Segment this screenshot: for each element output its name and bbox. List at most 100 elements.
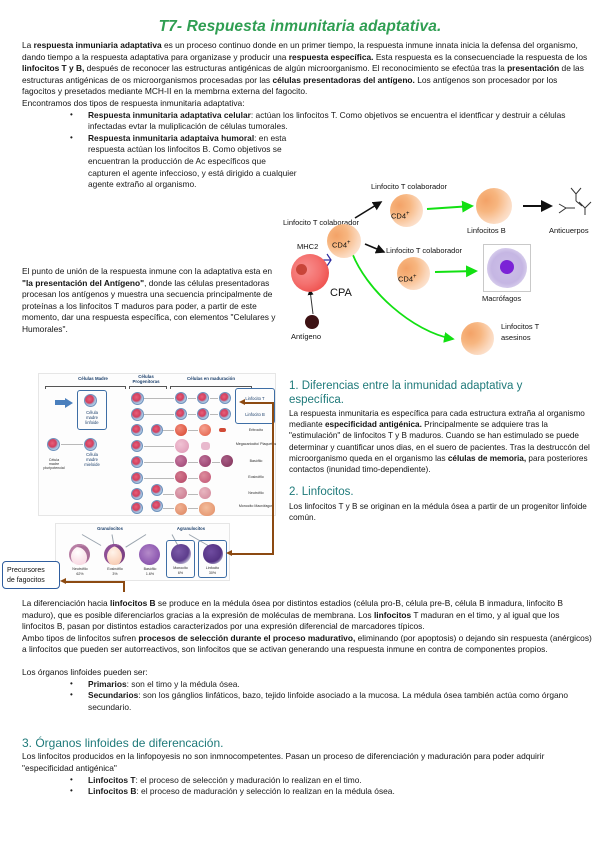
section1-heading-line1: 1. Diferencias entre la inmunidad adapta… [289, 380, 523, 392]
hemato-lineage-basofilo: Basófilo [249, 459, 263, 463]
leukocyte-types-diagram: Granulocitos Agranulocitos Neutrófilo 62… [55, 523, 230, 581]
lymphoid-stem-label-2: madre [86, 415, 98, 420]
progenitor-cell-4 [131, 456, 143, 468]
antigen-presentation-paragraph: El punto de unión de la respuesta inmune… [22, 266, 280, 336]
section3-paragraph: Los linfocitos producidos en la linfopoy… [22, 751, 545, 773]
hemato-lineage-neutrofilo: Neutrófilo [248, 491, 264, 495]
intro-paragraph: La respuesta inmuniaria adaptativa es un… [22, 40, 590, 98]
myeloid-stem-cell [84, 438, 97, 451]
connector-horizontal-precursor [66, 581, 125, 583]
hemato-rule-prog [129, 386, 167, 387]
basophil-name: Basófilo [143, 567, 157, 571]
maturing-b-1 [175, 408, 187, 420]
label-anticuerpos: Anticuerpos [549, 226, 589, 235]
hemato-header-maturing: Células en maduración [186, 376, 236, 381]
neutrophil-name: Neutrófilo [72, 567, 88, 571]
myeloid-stem-label-2: madre [86, 457, 98, 462]
hemato-conn-b2 [188, 414, 196, 415]
hemato-rule-mat [170, 386, 252, 387]
label-linfocitos-t-asesinos-2: asesinos [501, 333, 531, 342]
granulocytes-header: Granulocitos [97, 526, 123, 531]
diagram-arrows-svg [307, 187, 592, 343]
pluripotent-label-3: pluripotencial [43, 466, 65, 470]
section3-bullet-list: Linfocitos T: el proceso de selección y … [0, 774, 600, 798]
s2-text-d: Ambo tipos de linfocitos sufren [22, 632, 139, 643]
hemato-lineage-linfocito-t: Linfocito T [245, 396, 265, 401]
label-linfocitos-t-asesinos-1: Linfocitos T [501, 322, 540, 331]
maturing-ery-2 [199, 424, 211, 436]
cd4-mid-plus: + [413, 274, 417, 280]
label-helper-t-mid: Linfocito T colaborador [386, 246, 463, 255]
hemato-conn-ne [163, 494, 174, 495]
progenitor-cell-7 [131, 502, 143, 514]
progenitor-cell-2b [151, 424, 163, 436]
hemato-lineage-linfocito-b: Linfocito B [245, 412, 265, 417]
hematopoiesis-diagram: Células Madre Células Progenitoras Célul… [38, 373, 276, 516]
label-macrofagos: Macrófagos [482, 294, 522, 303]
maturing-t-3 [219, 392, 231, 404]
section1-heading-line2: específica. [289, 393, 344, 406]
lymphoid-stem-label-1: Célula [86, 410, 98, 415]
antigen-particle [305, 315, 319, 329]
connector-arrowhead-to-granulo-lymph [226, 550, 232, 556]
hemato-tick-1 [45, 386, 46, 389]
connector-horizontal-bottom [232, 553, 274, 555]
eosinophil-cell [104, 544, 125, 565]
s2-text-a: La diferenciación hacia [22, 598, 110, 608]
maturing-b-2 [197, 408, 209, 420]
maturing-baso-1 [175, 455, 187, 467]
hemato-tick-3 [129, 386, 130, 389]
myeloid-stem-label-3: mieloide [84, 462, 100, 467]
bullet-secundarios: Secundarios: son los gánglios linfáticos… [70, 689, 592, 713]
intro-bold-c: linfocitos T y B, [22, 63, 85, 74]
progenitor-cell-2 [131, 424, 143, 436]
hemato-lineage-eosinofilo: Eosinófilo [248, 475, 264, 479]
bullet-celular-text: : actúan los linfocitos T. Como objetivo… [88, 109, 566, 132]
hemato-conn-e2 [188, 430, 198, 431]
s1-text-b: Principalmente se adquiere tras la "esti… [289, 420, 590, 463]
lymphocyte-pct: 30% [208, 571, 217, 575]
bullet-linfocitos-t: Linfocitos T: el proceso de selección y … [70, 774, 592, 787]
lymphoid-stem-box [77, 390, 107, 430]
s1-text-c: para posteriores contactos (inunidad tim… [289, 453, 588, 475]
hemato-tick-4 [166, 386, 167, 389]
intro-text-c: Esta respuesta es la consecuenciade la r… [373, 51, 588, 62]
intro-bold-e: células presentadoras del antígeno. [272, 74, 415, 85]
s2-bold-a: linfocitos B [110, 598, 156, 608]
intro-types-line: Encontramos dos tipos de respuesta inmun… [22, 97, 245, 108]
monocyte-name: Monocito [173, 566, 188, 570]
macrophage-nucleus [500, 260, 514, 275]
lymphoid-organs-intro: Los órganos linfoides pueden ser: [22, 666, 148, 677]
hemato-conn-e [163, 430, 174, 431]
bullet-primarios-text: : son el timo y la médula ósea. [126, 678, 240, 689]
cd4-top-plus: + [406, 211, 410, 217]
section2-paragraph-3: Ambo tipos de linfocitos sufren procesos… [22, 633, 592, 656]
neutrophil-pct: 62% [76, 572, 84, 576]
maturing-mega-1 [175, 439, 189, 453]
s2-text-b: se produce en la médula ósea por distint… [22, 598, 563, 620]
bullet-humoral: Respuesta inmunitaria adaptaiva humoral:… [70, 132, 300, 191]
label-helper-t-left: Linfocito T colaborador [283, 218, 360, 227]
section1-paragraph: La respuesta inmunitaria es específica p… [289, 408, 595, 475]
hemato-conn-ne2 [188, 494, 198, 495]
lymphocyte-cell [203, 544, 223, 564]
basophil-pct: 1.6% [145, 572, 155, 576]
maturing-t-1 [175, 392, 187, 404]
connector-arrowhead-to-lymphocyte-box [239, 399, 245, 405]
arrow-mid-helper-to-macrophages [434, 265, 478, 278]
mhc2-receptor-icon [326, 253, 332, 267]
precursor-box: Precursores de fagocitos [2, 561, 60, 589]
s2-text-c: T maduran en el timo, y al igual que los… [22, 609, 560, 632]
maturing-t-2 [197, 392, 209, 404]
hemato-conn-t [144, 398, 174, 399]
label-cd4-left: CD4+ [332, 240, 351, 250]
arrow-to-top-helper [354, 201, 383, 219]
monocyte-pct: 6% [177, 571, 184, 575]
connector-arrowhead-to-precursor-box [60, 578, 66, 584]
hemato-lineage-eritrocito: Eritrocito [248, 428, 264, 432]
label-linfocitos-b: Linfocitos B [467, 226, 506, 235]
right-text-column: 1. Diferencias entre la inmunidad adapta… [289, 380, 595, 523]
p3-text-a: El punto de unión de la respuesta inmune… [22, 266, 273, 276]
hemato-conn-ba2 [188, 462, 198, 463]
hemato-conn-pluri [61, 444, 83, 445]
